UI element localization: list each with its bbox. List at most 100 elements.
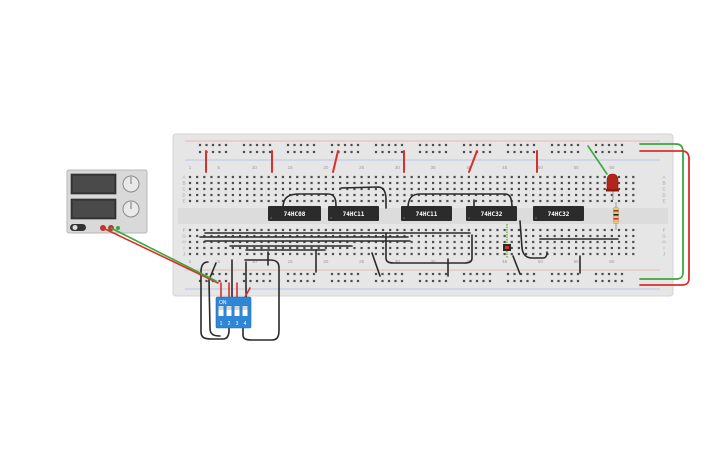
breadboard-hole[interactable] (374, 150, 378, 154)
breadboard-hole[interactable] (489, 240, 492, 244)
breadboard-hole[interactable] (510, 246, 513, 250)
breadboard-hole[interactable] (424, 175, 428, 179)
breadboard-hole[interactable] (267, 193, 270, 197)
breadboard-hole[interactable] (224, 234, 227, 238)
breadboard-hole[interactable] (503, 187, 506, 191)
breadboard-hole[interactable] (482, 181, 485, 185)
breadboard-hole[interactable] (246, 187, 249, 191)
breadboard-hole[interactable] (438, 143, 441, 147)
breadboard-hole[interactable] (589, 193, 592, 197)
breadboard-hole[interactable] (196, 181, 199, 185)
breadboard-hole[interactable] (617, 246, 621, 250)
breadboard-hole[interactable] (546, 246, 549, 250)
breadboard-hole[interactable] (196, 199, 199, 203)
breadboard-hole[interactable] (231, 252, 234, 256)
breadboard-hole[interactable] (526, 143, 529, 147)
breadboard-hole[interactable] (205, 272, 208, 276)
breadboard-hole[interactable] (394, 143, 397, 147)
breadboard-hole[interactable] (253, 228, 256, 232)
breadboard-hole[interactable] (374, 193, 377, 197)
breadboard-hole[interactable] (446, 181, 449, 185)
breadboard-hole[interactable] (324, 181, 327, 185)
breadboard-hole[interactable] (596, 252, 599, 256)
breadboard-hole[interactable] (410, 240, 413, 244)
breadboard-hole[interactable] (367, 252, 370, 256)
breadboard-hole[interactable] (296, 252, 299, 256)
breadboard-hole[interactable] (400, 143, 404, 147)
breadboard-hole[interactable] (524, 234, 528, 238)
breadboard-hole[interactable] (460, 240, 463, 244)
breadboard-hole[interactable] (539, 175, 542, 179)
breadboard-hole[interactable] (217, 187, 220, 191)
breadboard-hole[interactable] (603, 187, 606, 191)
breadboard-hole[interactable] (350, 143, 353, 147)
breadboard-hole[interactable] (224, 175, 227, 179)
breadboard-hole[interactable] (324, 240, 327, 244)
breadboard-hole[interactable] (467, 175, 470, 179)
breadboard-hole[interactable] (603, 199, 606, 203)
breadboard-hole[interactable] (517, 181, 520, 185)
breadboard-hole[interactable] (510, 234, 513, 238)
breadboard-hole[interactable] (360, 175, 363, 179)
breadboard-hole[interactable] (432, 187, 435, 191)
breadboard-hole[interactable] (374, 272, 378, 276)
breadboard-hole[interactable] (196, 228, 199, 232)
breadboard-hole[interactable] (267, 234, 270, 238)
breadboard-hole[interactable] (575, 246, 578, 250)
breadboard-hole[interactable] (339, 246, 342, 250)
breadboard-hole[interactable] (446, 199, 449, 203)
breadboard-hole[interactable] (324, 246, 327, 250)
breadboard-hole[interactable] (224, 199, 227, 203)
breadboard-hole[interactable] (346, 234, 349, 238)
breadboard-hole[interactable] (539, 199, 542, 203)
breadboard-hole[interactable] (231, 193, 234, 197)
breadboard-hole[interactable] (242, 279, 246, 283)
breadboard-hole[interactable] (198, 150, 202, 154)
breadboard-hole[interactable] (460, 252, 463, 256)
breadboard-hole[interactable] (446, 252, 449, 256)
breadboard-hole[interactable] (620, 150, 624, 154)
breadboard-hole[interactable] (268, 272, 272, 276)
breadboard-hole[interactable] (296, 240, 299, 244)
breadboard-hole[interactable] (620, 272, 624, 276)
breadboard-hole[interactable] (296, 193, 299, 197)
breadboard-hole[interactable] (431, 279, 435, 283)
breadboard-hole[interactable] (231, 246, 234, 250)
breadboard-hole[interactable] (632, 228, 635, 232)
breadboard-hole[interactable] (610, 234, 613, 238)
breadboard-hole[interactable] (424, 252, 428, 256)
breadboard-hole[interactable] (460, 246, 463, 250)
breadboard-hole[interactable] (488, 150, 492, 154)
breadboard-hole[interactable] (539, 228, 542, 232)
breadboard-hole[interactable] (503, 193, 506, 197)
breadboard-hole[interactable] (310, 240, 313, 244)
breadboard-hole[interactable] (576, 279, 580, 283)
breadboard-hole[interactable] (246, 240, 249, 244)
breadboard-hole[interactable] (303, 252, 306, 256)
breadboard-hole[interactable] (217, 175, 220, 179)
breadboard-hole[interactable] (439, 175, 442, 179)
tilt-sensor[interactable] (503, 224, 511, 258)
breadboard-hole[interactable] (596, 240, 599, 244)
breadboard-hole[interactable] (296, 175, 299, 179)
breadboard-hole[interactable] (567, 175, 571, 179)
breadboard-hole[interactable] (524, 199, 528, 203)
breadboard-hole[interactable] (482, 228, 485, 232)
breadboard-hole[interactable] (289, 181, 292, 185)
breadboard-hole[interactable] (289, 175, 292, 179)
breadboard-hole[interactable] (224, 150, 228, 154)
breadboard-hole[interactable] (603, 240, 606, 244)
breadboard-hole[interactable] (196, 246, 199, 250)
breadboard-hole[interactable] (374, 240, 377, 244)
breadboard-hole[interactable] (339, 181, 342, 185)
breadboard-hole[interactable] (246, 234, 249, 238)
breadboard-hole[interactable] (607, 272, 611, 276)
breadboard-hole[interactable] (610, 228, 613, 232)
breadboard-hole[interactable] (274, 246, 277, 250)
breadboard-hole[interactable] (503, 175, 506, 179)
breadboard-hole[interactable] (253, 246, 256, 250)
breadboard-hole[interactable] (625, 234, 628, 238)
dip-toggle-3[interactable] (234, 306, 240, 316)
breadboard-hole[interactable] (267, 175, 270, 179)
breadboard-hole[interactable] (255, 272, 259, 276)
